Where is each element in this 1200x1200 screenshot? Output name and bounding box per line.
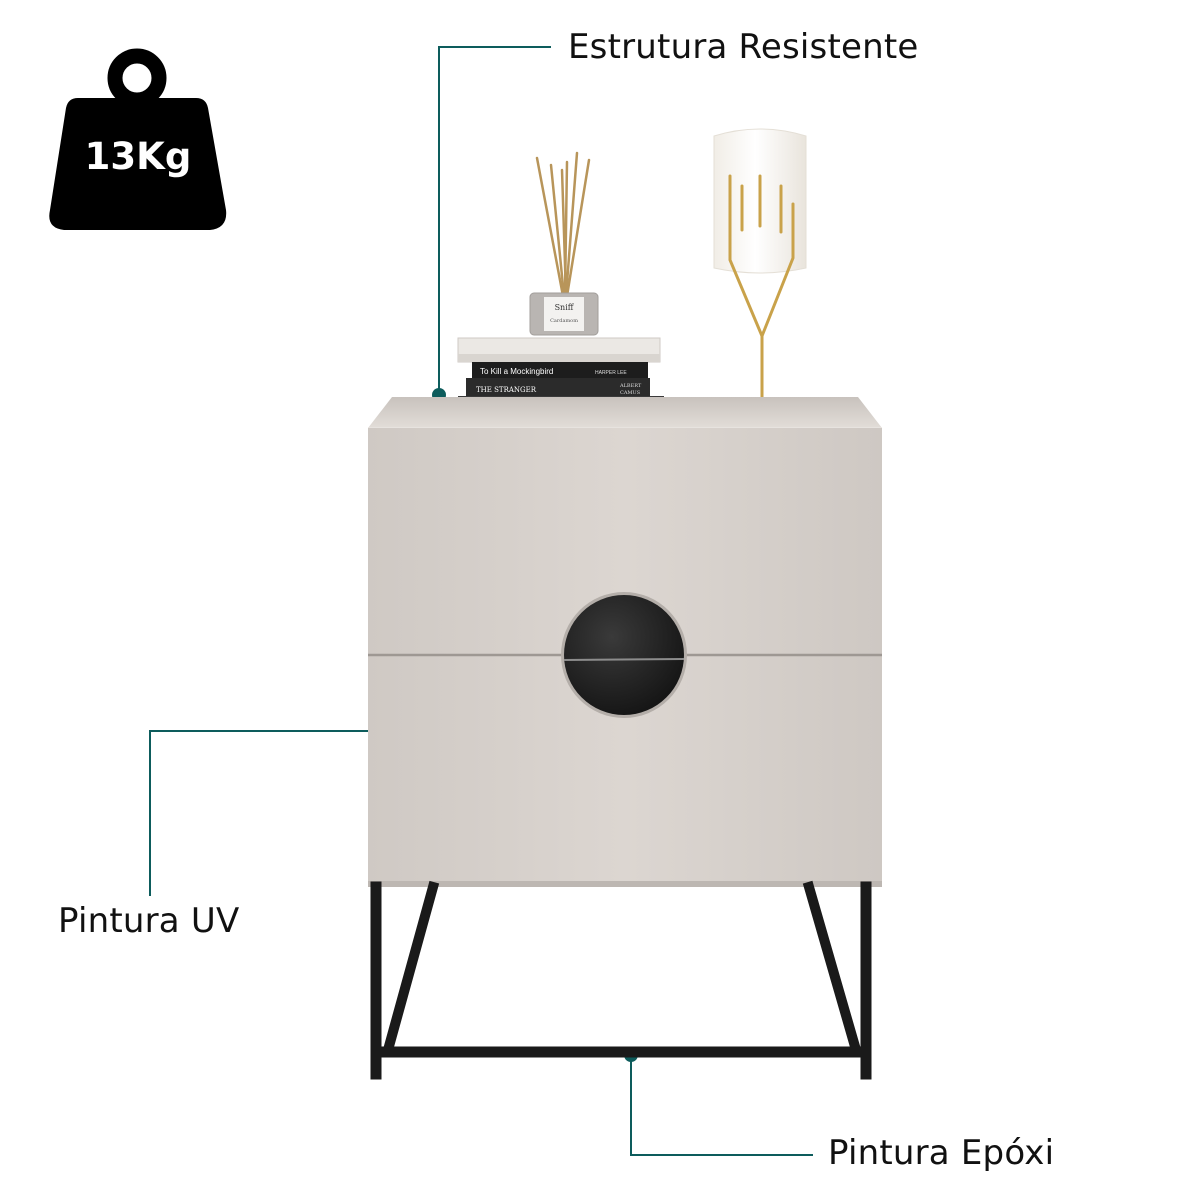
callout-line-epoxy bbox=[624, 1048, 813, 1156]
diffuser-label: Cardamom bbox=[550, 318, 578, 324]
callout-epoxy-label: Pintura Epóxi bbox=[828, 1133, 1055, 1173]
callout-uv-label: Pintura UV bbox=[58, 901, 240, 941]
cabinet-top bbox=[368, 397, 882, 428]
drawer-knob bbox=[561, 592, 687, 718]
table-lamp bbox=[713, 128, 807, 411]
book1-author: HARPER LEE bbox=[595, 370, 627, 376]
metal-frame bbox=[370, 880, 872, 1080]
callout-structure-label: Estrutura Resistente bbox=[568, 27, 919, 67]
reed-diffuser: Sniff Cardamom bbox=[529, 151, 599, 336]
book1-title: To Kill a Mockingbird bbox=[480, 367, 553, 376]
book2-title: THE STRANGER bbox=[476, 386, 537, 394]
book2-author-line1: ALBERT bbox=[619, 383, 642, 389]
book2-author-line2: CAMUS bbox=[620, 390, 641, 396]
weight-label: 13Kg bbox=[84, 135, 192, 178]
diffuser-brand: Sniff bbox=[555, 303, 575, 312]
weight-icon bbox=[49, 48, 227, 230]
